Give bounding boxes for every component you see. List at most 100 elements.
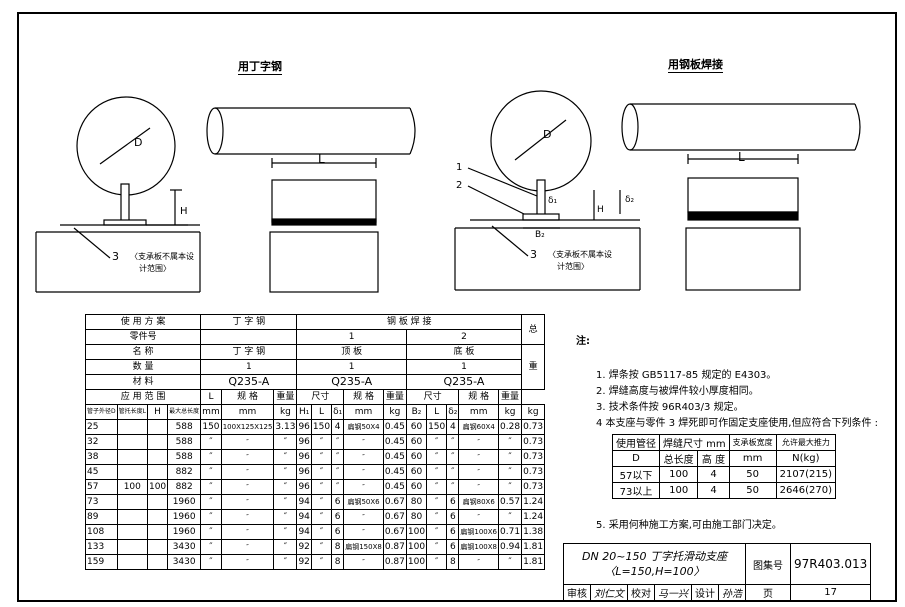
plate-side-view	[621, 103, 861, 291]
table-cell: ″	[220, 524, 275, 540]
table-cell	[146, 434, 169, 450]
table-cell	[116, 494, 148, 510]
base-note-right-2: 计范围〉	[557, 262, 589, 271]
table-cell: 92	[296, 539, 312, 555]
table-cell: 1.81	[521, 539, 546, 555]
table-cell: 0.67	[382, 494, 407, 510]
table-cell: 3430	[167, 539, 202, 555]
name-top-plate: 顶 板	[296, 344, 407, 360]
table-cell	[116, 509, 148, 525]
design-label: 设计	[691, 584, 719, 601]
th-size-2: 尺寸	[405, 389, 460, 405]
table-cell: 45	[85, 464, 118, 480]
table-cell: ″	[310, 434, 333, 450]
table-cell: 1960	[167, 509, 202, 525]
mat-bottom-plate: Q235-A	[405, 374, 523, 390]
th-total-weight: 重	[521, 344, 546, 390]
table-cell: 96	[296, 434, 312, 450]
th-material: 材 料	[84, 374, 202, 390]
table-cell: ″	[343, 479, 384, 495]
review-label: 审核	[563, 584, 591, 601]
caption-plate-option: 用钢板焊接	[668, 58, 723, 73]
table-cell: 6	[446, 539, 460, 555]
check-label: 校对	[627, 584, 655, 601]
table-cell: ″	[310, 509, 333, 525]
table-cell: 0.73	[521, 449, 546, 465]
table-cell: ″	[458, 554, 500, 570]
label-part1: 1	[456, 162, 463, 173]
table-cell: 1960	[167, 524, 202, 540]
table-cell: 0.73	[521, 419, 546, 435]
table-cell: ″	[200, 554, 222, 570]
table-cell: ″	[200, 524, 222, 540]
table-cell: 扁钢100X8	[458, 539, 500, 555]
table-cell: 6	[446, 509, 460, 525]
table-cell: ″	[426, 434, 448, 450]
table-cell: ″	[498, 434, 523, 450]
table-cell	[146, 419, 169, 435]
unit-kg-1: kg	[382, 404, 407, 420]
th-H: H	[146, 404, 169, 420]
label-length-left: L	[318, 152, 325, 166]
th-total: 总	[521, 314, 546, 345]
note-4: 4 本支座与零件 3 焊死即可作固定支座使用,但应符合下列条件 :	[596, 418, 878, 429]
name-tee: 丁 字 钢	[200, 344, 298, 360]
qty-tee: 1	[200, 359, 298, 375]
part-no-tee	[200, 329, 298, 345]
unit-kg-2: kg	[498, 404, 523, 420]
qty-bottom-plate: 1	[405, 359, 523, 375]
table-cell	[116, 434, 148, 450]
table-cell: 100	[405, 554, 428, 570]
table-cell: ″	[200, 464, 222, 480]
table-cell: 0.45	[382, 434, 407, 450]
table-cell: ″	[458, 509, 500, 525]
table-cell: 96	[296, 479, 312, 495]
table-cell: 扁钢50X4	[343, 419, 384, 435]
table-cell: 6	[446, 524, 460, 540]
table-cell: ″	[498, 449, 523, 465]
table-cell: ″	[220, 434, 275, 450]
table-cell: ″	[446, 479, 460, 495]
table-cell: 0.45	[382, 464, 407, 480]
th-plate-weld: 钢 板 焊 接	[296, 314, 523, 330]
table-cell	[146, 449, 169, 465]
table-cell: ″	[498, 509, 523, 525]
note-5: 5. 采用何种施工方案,可由施工部门决定。	[596, 520, 782, 531]
table-cell: ″	[200, 449, 222, 465]
table-cell	[146, 509, 169, 525]
table-cell: ″	[331, 449, 345, 465]
table-cell	[146, 464, 169, 480]
table-cell: 6	[331, 524, 345, 540]
table-cell: 150	[200, 419, 222, 435]
table-cell: 8	[331, 554, 345, 570]
table-cell: 100	[405, 539, 428, 555]
table-cell: 0.73	[521, 464, 546, 480]
table-cell: 扁钢150X8	[343, 539, 384, 555]
table-cell: ″	[273, 479, 298, 495]
table-cell: 96	[296, 449, 312, 465]
table-cell: 3430	[167, 554, 202, 570]
table-cell: 1.38	[521, 524, 546, 540]
table-cell: 扁钢80X6	[458, 494, 500, 510]
table-cell: 2107(215)	[775, 466, 837, 483]
label-length-right: L	[738, 150, 745, 164]
part-no-1: 1	[296, 329, 407, 345]
table-cell: 89	[85, 509, 118, 525]
label-diameter-left: D	[134, 136, 143, 149]
label-delta1: δ₁	[548, 196, 558, 206]
page-number: 17	[789, 584, 872, 601]
atlas-number: 97R403.013	[789, 543, 872, 585]
table-cell: ″	[426, 479, 448, 495]
table-cell	[116, 554, 148, 570]
table-cell: ″	[220, 449, 275, 465]
table-cell: ″	[273, 539, 298, 555]
table-cell: ″	[446, 464, 460, 480]
table-cell: ″	[343, 509, 384, 525]
